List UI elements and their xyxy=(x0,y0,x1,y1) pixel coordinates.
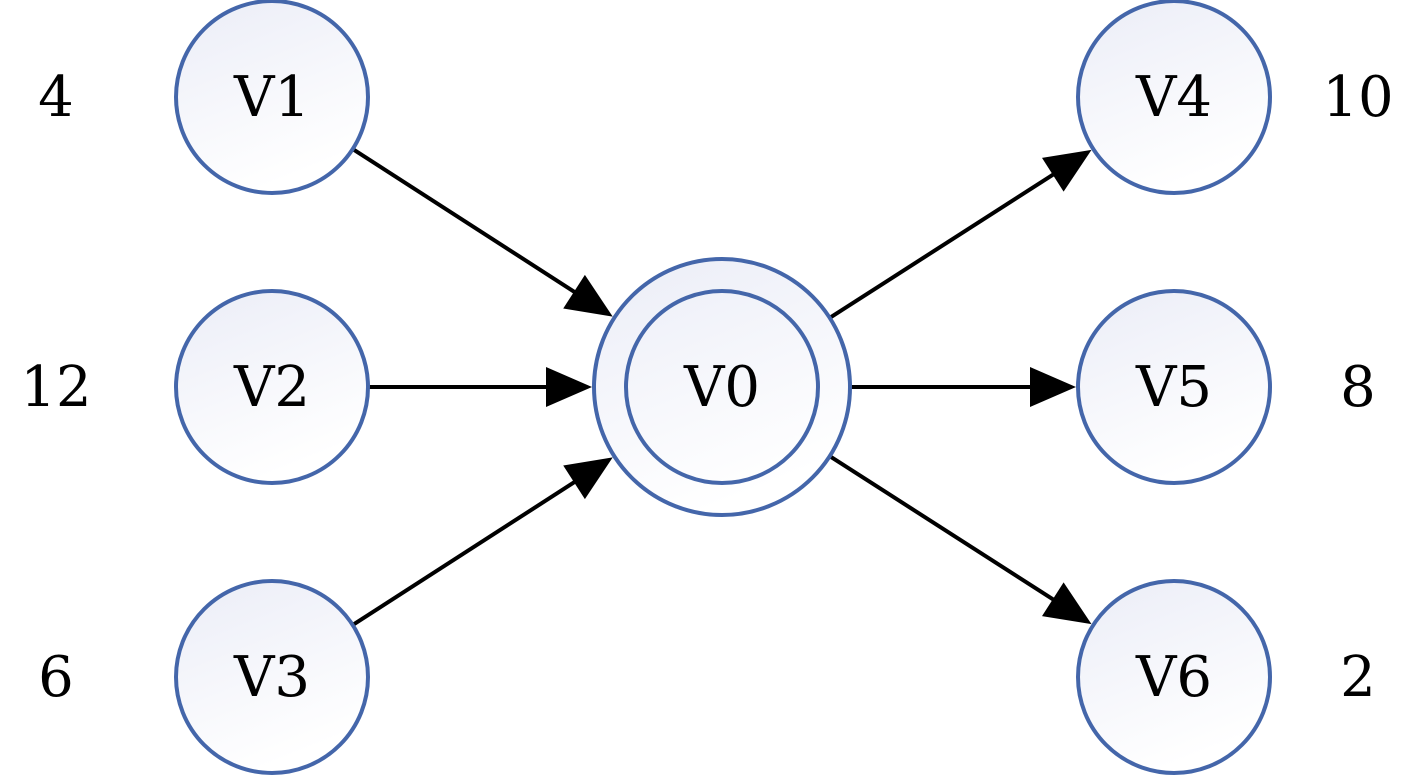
node-circle xyxy=(592,257,852,517)
arrowhead-V2-V0 xyxy=(546,367,592,407)
node-circle xyxy=(174,289,370,485)
arrowhead-V1-V0 xyxy=(563,274,613,317)
node-v6[interactable]: V6 xyxy=(1076,579,1272,775)
node-v5[interactable]: V5 xyxy=(1076,289,1272,485)
node-circle xyxy=(174,579,370,775)
edge-V0-V6 xyxy=(829,454,1058,604)
node-label: V3 xyxy=(233,645,310,710)
node-label: V6 xyxy=(1135,645,1212,710)
node-label: V0 xyxy=(683,355,760,420)
edge-V1-V0 xyxy=(352,147,580,296)
arrowhead-V0-V4 xyxy=(1042,149,1092,192)
node-circle xyxy=(1076,289,1272,485)
node-circle xyxy=(1076,0,1272,195)
edge-V0-V4 xyxy=(829,170,1058,320)
node-inner-circle xyxy=(624,289,820,485)
arrowhead-V0-V6 xyxy=(1042,582,1092,625)
node-circle xyxy=(1076,579,1272,775)
node-v4[interactable]: V4 xyxy=(1076,0,1272,195)
node-label: V1 xyxy=(233,65,310,130)
arrowhead-V0-V5 xyxy=(1030,367,1076,407)
weight-label-v3: 6 xyxy=(38,645,74,710)
node-label: V4 xyxy=(1135,65,1212,130)
node-v2[interactable]: V2 xyxy=(174,289,370,485)
node-circle xyxy=(174,0,370,195)
weight-label-v2: 12 xyxy=(20,355,91,420)
node-label: V5 xyxy=(1135,355,1212,420)
node-label: V2 xyxy=(233,355,310,420)
edges xyxy=(352,147,1092,627)
node-v1[interactable]: V1 xyxy=(174,0,370,195)
weight-label-v6: 2 xyxy=(1340,645,1376,710)
weight-label-v5: 8 xyxy=(1340,355,1376,420)
weight-label-v1: 4 xyxy=(38,65,74,130)
node-v3[interactable]: V3 xyxy=(174,579,370,775)
weights: 4 12 6 10 8 2 xyxy=(20,65,1393,710)
weight-label-v4: 10 xyxy=(1322,65,1393,130)
node-v0[interactable]: V0 xyxy=(592,257,852,517)
edge-V3-V0 xyxy=(352,478,580,627)
arrowhead-V3-V0 xyxy=(563,457,613,500)
